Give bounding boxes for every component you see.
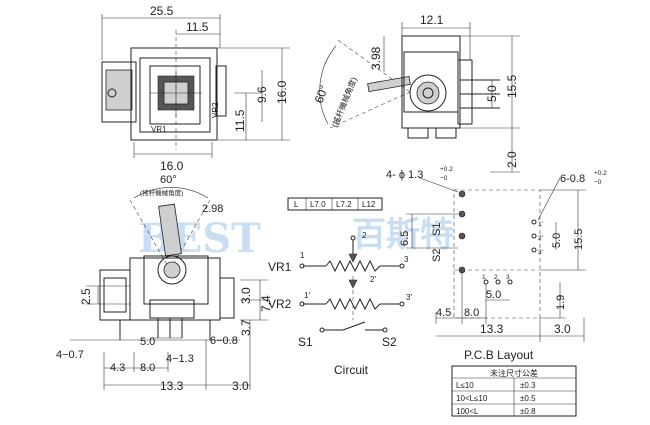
lever-length-table: L L7.0 L7.2 L12 <box>287 197 383 211</box>
tolerance-value: ±0.3 <box>520 381 536 390</box>
pin-2-prime-label: 2′ <box>370 275 376 284</box>
tolerance-value: ±0.5 <box>520 394 536 403</box>
pcb-s2-label: S2 <box>431 249 443 262</box>
pcb-hole-4-tol-up: +0.2 <box>440 166 453 173</box>
tolerance-range: L≤10 <box>456 381 474 390</box>
pcb-hole-6: 6-0.8 <box>560 173 585 185</box>
dim-2-98: 2.98 <box>202 203 223 215</box>
dim-5-0: 5.0 <box>485 85 499 102</box>
dim-13-3-front: 13.3 <box>160 379 184 393</box>
pcb-pin-1: 1 <box>482 274 486 281</box>
dim-4-1-3: 4−1.3 <box>166 353 194 365</box>
pin-3-prime-label: 3′ <box>406 293 412 302</box>
dim-2-0: 2.0 <box>505 151 519 168</box>
length-option: L12 <box>362 200 376 209</box>
dim-3-0-front: 3.0 <box>232 379 249 393</box>
pin-1-prime-label: 1′ <box>304 291 310 300</box>
length-header: L <box>294 200 299 209</box>
dim-bottom-width: 16.0 <box>160 159 184 173</box>
circuit-s2-label: S2 <box>382 335 397 349</box>
watermark-latin: BEST <box>138 215 261 262</box>
brand-watermark: BEST 百斯特 <box>138 215 454 262</box>
circuit-vr1-label: VR1 <box>268 260 292 274</box>
pcb-pin-1-prime: 1′ <box>538 221 544 228</box>
lever-angle-front-note: (搖杆機械角度) <box>140 188 183 197</box>
pin-1-label: 1 <box>300 251 305 260</box>
pcb-title: P.C.B Layout <box>464 348 534 362</box>
angle-60-front: 60° <box>160 174 177 186</box>
dim-6-0-8: 6−0.8 <box>210 335 238 347</box>
pcb-dim-13-3: 13.3 <box>480 322 504 336</box>
pcb-pin-3-prime: 3′ <box>538 249 544 256</box>
angle-60-side: 60° <box>312 83 331 105</box>
pcb-hole-6-tol-up: +0.2 <box>594 170 607 177</box>
dim-5-0-front: 5.0 <box>140 336 155 348</box>
tolerance-range: 10<L≤10 <box>456 394 488 403</box>
dim-16-0: 16.0 <box>275 80 289 104</box>
circuit-title: Circuit <box>334 363 369 377</box>
pcb-pin-2: 2 <box>494 274 498 281</box>
pcb-dim-4-5: 4.5 <box>436 307 451 319</box>
dim-3-0: 3.0 <box>239 287 253 304</box>
dim-top-offset: 11.5 <box>186 20 209 34</box>
pin-2-label: 2 <box>362 231 367 240</box>
tolerance-value: ±0.8 <box>520 407 536 416</box>
pcb-layout: 1 2 3 1′ 2′ 3′ 4- ϕ 1.3 +0.2 −0 6-0.8 +0… <box>386 166 607 362</box>
pcb-dim-15-5: 15.5 <box>573 229 585 250</box>
dim-12-1: 12.1 <box>420 13 444 27</box>
pcb-s1-label: S1 <box>431 223 443 236</box>
pcb-hole-4: 4- ϕ 1.3 <box>386 169 423 181</box>
tolerance-table: 未注尺寸公差 L≤10 ±0.3 10<L≤10 ±0.5 100<L ±0.8 <box>451 365 577 417</box>
top-view: 25.5 11.5 16.0 9.6 16.0 11.5 VR1 VR2 <box>101 4 290 173</box>
lever-angle-side-note: (搖杆機械角度) <box>330 75 359 129</box>
tolerance-range: 100<L <box>456 407 479 416</box>
pcb-pin-2-prime: 2′ <box>538 235 544 242</box>
front-view: 2.98 60° (搖杆機械角度) 2.5 3.0 7.4 3.7 4−0.7 … <box>56 174 273 393</box>
pin-3-label: 3 <box>404 255 409 264</box>
dim-9-6: 9.6 <box>255 86 269 103</box>
tolerance-header: 未注尺寸公差 <box>490 368 538 378</box>
dim-4-0-7: 4−0.7 <box>56 349 84 361</box>
pcb-hole-6-tol-dn: −0 <box>594 179 602 186</box>
pcb-dim-3-0: 3.0 <box>554 322 571 336</box>
dim-15-5: 15.5 <box>505 74 519 98</box>
watermark-chinese: 百斯特 <box>352 215 454 255</box>
dim-2-5: 2.5 <box>79 288 93 305</box>
circuit-vr2-label: VR2 <box>268 297 292 311</box>
dim-top-width: 25.5 <box>150 4 174 18</box>
pcb-dim-5-0-right: 5.0 <box>551 233 563 248</box>
dim-3-7: 3.7 <box>239 319 253 336</box>
pcb-dim-6-5: 6.5 <box>399 231 411 246</box>
dim-8-0-front: 8.0 <box>140 362 155 374</box>
dim-3-98: 3.98 <box>369 46 383 70</box>
length-option: L7.2 <box>336 200 352 209</box>
dim-7-4: 7.4 <box>259 295 273 312</box>
label-vr1-top: VR1 <box>151 125 167 134</box>
pcb-dim-8-0: 8.0 <box>464 307 479 319</box>
circuit-diagram: VR1 VR2 1 2 2′ 3 1′ 3′ S1 S2 Circuit <box>268 231 412 377</box>
pcb-dim-1-9: 1.9 <box>555 295 567 310</box>
side-view: 12.1 3.98 5.0 15.5 2.0 60° (搖杆機械角度) <box>312 13 520 173</box>
pcb-pin-3: 3 <box>506 274 510 281</box>
dim-11-5: 11.5 <box>233 109 247 132</box>
label-vr2-top: VR2 <box>211 102 220 118</box>
dim-4-3: 4.3 <box>110 362 125 374</box>
circuit-s1-label: S1 <box>298 335 313 349</box>
length-option: L7.0 <box>310 200 326 209</box>
pcb-dim-5-0-bottom: 5.0 <box>486 289 501 301</box>
pcb-hole-4-tol-dn: −0 <box>440 175 448 182</box>
